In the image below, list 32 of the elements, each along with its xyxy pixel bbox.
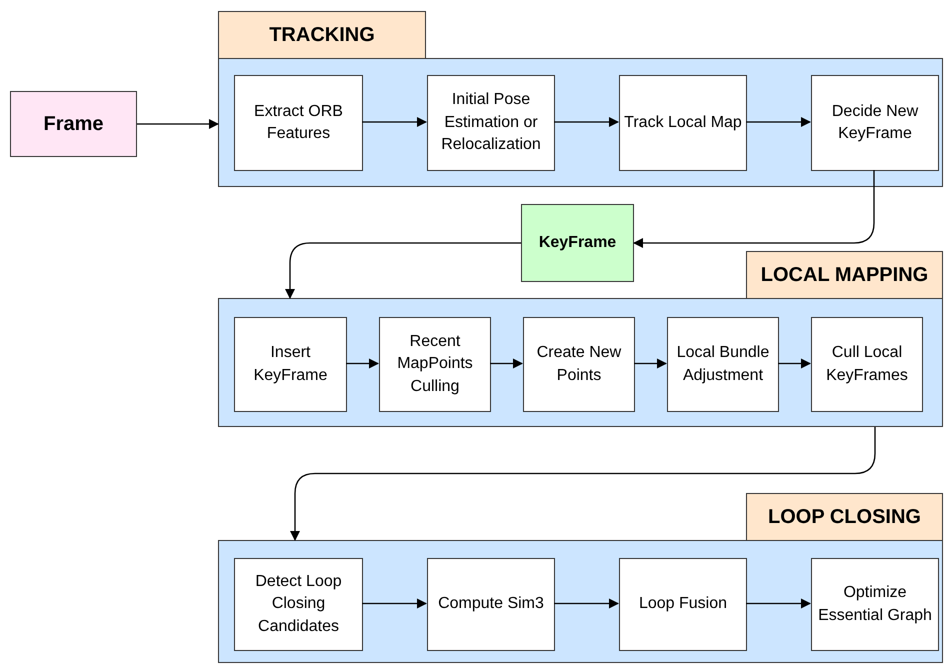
arrow <box>137 119 219 129</box>
arrow <box>633 170 875 248</box>
arrow <box>554 598 619 608</box>
keyframe-box: KeyFrame <box>521 204 634 282</box>
process-box: Insert KeyFrame <box>234 317 347 412</box>
arrow <box>362 598 427 608</box>
process-box: Decide New KeyFrame <box>811 75 939 171</box>
process-box: Compute Sim3 <box>427 558 555 651</box>
process-box: Initial Pose Estimation or Relocalization <box>427 75 555 171</box>
arrow <box>778 358 811 368</box>
arrow <box>634 358 667 368</box>
section-tab: LOCAL MAPPING <box>746 251 943 299</box>
section-tab: TRACKING <box>218 11 426 59</box>
process-box: Track Local Map <box>619 75 747 171</box>
arrow <box>554 117 619 127</box>
arrow <box>362 117 427 127</box>
section-tab: LOOP CLOSING <box>746 493 943 541</box>
arrow <box>285 242 521 299</box>
process-box: Cull Local KeyFrames <box>811 317 923 412</box>
arrow <box>746 598 811 608</box>
process-box: Detect Loop Closing Candidates <box>234 558 363 651</box>
process-box: Local Bundle Adjustment <box>667 317 779 412</box>
arrow <box>490 358 523 368</box>
input-box: Frame <box>10 91 137 157</box>
process-box: Extract ORB Features <box>234 75 363 171</box>
process-box: Optimize Essential Graph <box>811 558 939 651</box>
arrow <box>290 427 876 541</box>
process-box: Create New Points <box>523 317 635 412</box>
process-box: Recent MapPoints Culling <box>379 317 491 412</box>
arrow <box>746 117 811 127</box>
arrow <box>346 358 379 368</box>
process-box: Loop Fusion <box>619 558 747 651</box>
